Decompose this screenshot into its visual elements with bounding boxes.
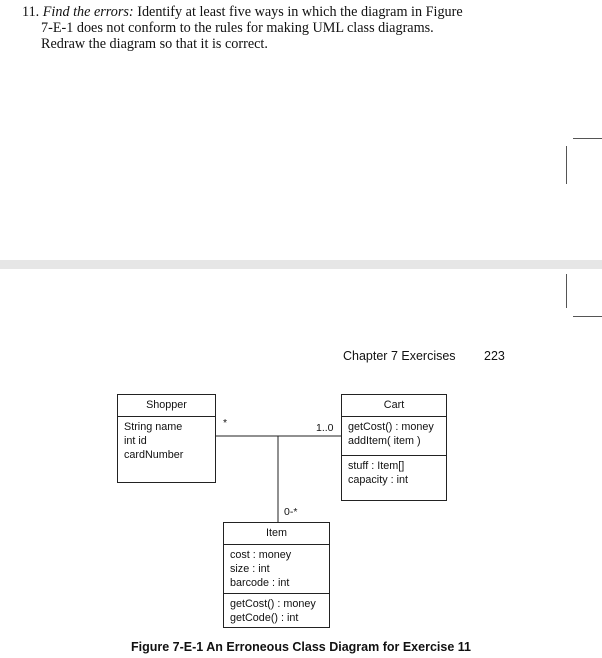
item-attribute: cost : money: [230, 549, 292, 561]
crop-mark: [566, 274, 567, 308]
cart-attribute: capacity : int: [348, 474, 409, 486]
shopper-multiplicity: *: [223, 417, 228, 429]
cart-attributes: stuff : Item[] capacity : int: [342, 455, 446, 490]
item-attribute: barcode : int: [230, 577, 290, 589]
cart-operation: addItem( item ): [348, 435, 421, 447]
exercise-number: 11.: [22, 4, 40, 20]
item-operation: getCode() : int: [230, 612, 299, 624]
page-number: 223: [484, 349, 505, 363]
item-operations: getCost() : money getCode() : int: [224, 593, 329, 628]
running-header: Chapter 7 Exercises: [343, 349, 456, 363]
cart-operations: getCost() : money addItem( item ): [342, 417, 446, 455]
cart-class-name: Cart: [342, 395, 446, 417]
figure-caption: Figure 7-E-1 An Erroneous Class Diagram …: [131, 640, 471, 654]
shopper-attribute: String name: [124, 421, 183, 433]
exercise-line-2: 7-E-1 does not conform to the rules for …: [41, 20, 434, 36]
exercise-text: 11. Find the errors: Identify at least f…: [22, 4, 492, 52]
shopper-class: Shopper String name int id cardNumber: [117, 394, 216, 483]
item-multiplicity: 0-*: [284, 506, 298, 518]
exercise-line-1: Identify at least five ways in which the…: [137, 4, 463, 20]
shopper-class-name: Shopper: [118, 395, 215, 417]
page-gap: [0, 260, 602, 269]
cart-operation: getCost() : money: [348, 421, 434, 433]
exercise-title: Find the errors:: [42, 4, 134, 20]
exercise-first-line: 11. Find the errors: Identify at least f…: [22, 4, 492, 20]
item-attribute: size : int: [230, 563, 270, 575]
item-operation: getCost() : money: [230, 598, 316, 610]
cart-multiplicity: 1..0: [316, 422, 334, 434]
shopper-attributes: String name int id cardNumber: [118, 417, 215, 465]
crop-mark: [573, 138, 602, 139]
cart-class: Cart getCost() : money addItem( item ) s…: [341, 394, 447, 501]
crop-mark: [566, 146, 567, 184]
item-attributes: cost : money size : int barcode : int: [224, 545, 329, 593]
item-class: Item cost : money size : int barcode : i…: [223, 522, 330, 628]
shopper-attribute: int id: [124, 435, 147, 447]
item-class-name: Item: [224, 523, 329, 545]
cart-attribute: stuff : Item[]: [348, 460, 405, 472]
shopper-attribute: cardNumber: [124, 449, 184, 461]
crop-mark: [573, 316, 602, 317]
exercise-line-3: Redraw the diagram so that it is correct…: [41, 36, 268, 52]
